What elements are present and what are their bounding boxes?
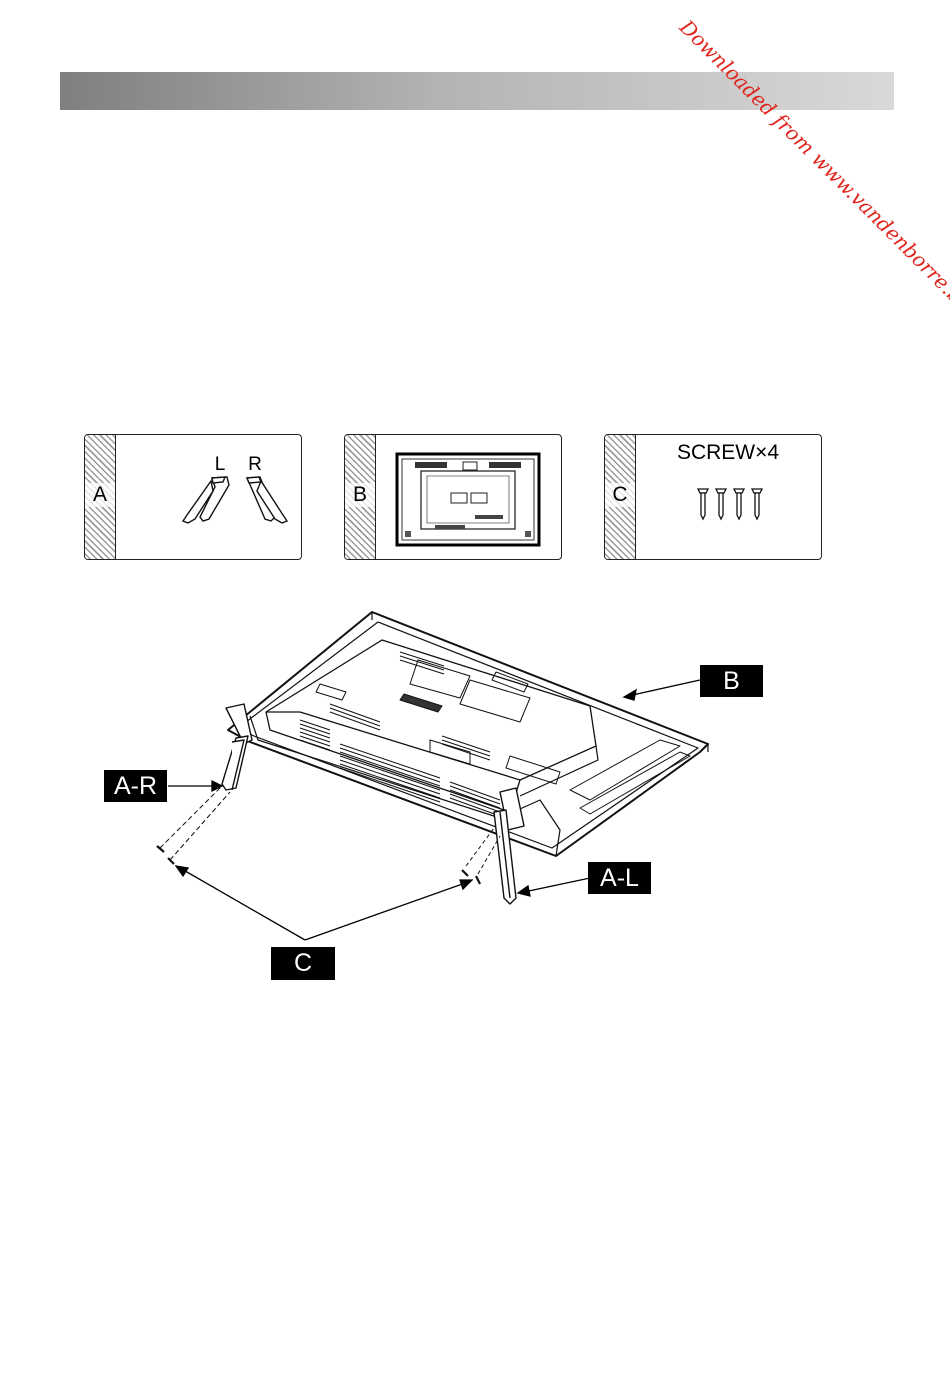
part-box-a: A L R: [84, 434, 302, 560]
part-letter-a: A: [85, 483, 115, 507]
callout-b: B: [700, 665, 763, 697]
callout-a-r: A-R: [104, 770, 167, 802]
right-leg-label: R: [248, 454, 262, 475]
left-leg-icon: [183, 477, 229, 523]
stand-legs-illustration: L R: [115, 435, 301, 559]
part-box-b: B: [344, 434, 562, 560]
part-letter-b: B: [345, 483, 375, 507]
part-letter-c: C: [605, 483, 635, 507]
callout-a-l: A-L: [588, 862, 651, 894]
screw-icons: [698, 489, 762, 519]
screws-illustration: [635, 435, 821, 559]
tv-back-panel: [228, 612, 708, 856]
part-box-c: C SCREW×4: [604, 434, 822, 560]
tv-back-thumbnail: [375, 435, 561, 559]
right-leg-icon: [247, 477, 287, 523]
stand-leg-right: [222, 704, 252, 790]
watermark-text: Downloaded from www.vandenborre.be: [675, 15, 950, 329]
callout-c: C: [271, 947, 335, 980]
left-leg-label: L: [215, 454, 226, 475]
